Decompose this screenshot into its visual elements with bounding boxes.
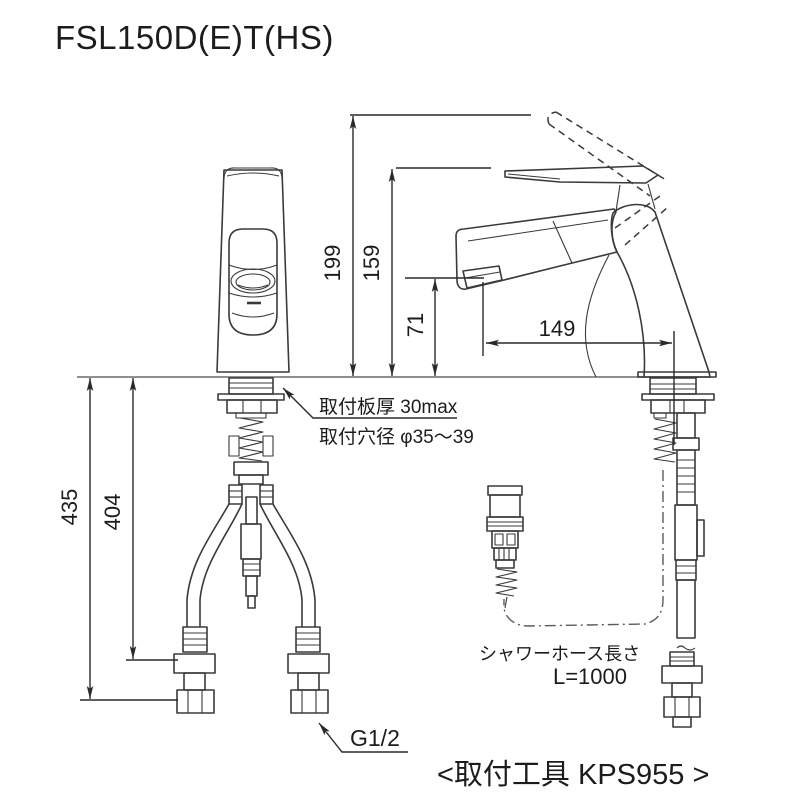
shower-hose-connector <box>486 485 524 609</box>
dim-label-435: 435 <box>57 489 82 526</box>
dim-label-149: 149 <box>539 316 576 341</box>
center-hose-front <box>240 496 262 609</box>
hose-routing-line <box>503 470 664 627</box>
faucet-side-view <box>455 111 717 728</box>
mount-note-leader <box>282 387 457 419</box>
thread-size-leader <box>318 722 408 753</box>
supply-hose-connector-left <box>173 626 216 714</box>
shower-hose-length-label: L=1000 <box>553 664 627 689</box>
thread-size-label: G1/2 <box>350 725 400 751</box>
annotations: 取付板厚 30max 取付穴径 φ35〜39 G1/2 シャワーホース長さ L=… <box>282 387 709 791</box>
shower-hose-title-label: シャワーホース長さ <box>479 644 640 664</box>
dim-label-404: 404 <box>100 494 125 531</box>
faucet-front-view <box>173 167 330 714</box>
dimension-lines: 199 159 71 149 435 404 <box>57 114 675 701</box>
dim-label-159: 159 <box>359 245 384 282</box>
shank-and-hose-side <box>661 412 705 728</box>
mount-hole-diameter-label: 取付穴径 φ35〜39 <box>319 426 474 448</box>
mount-plate-thickness-label: 取付板厚 30max <box>319 396 458 418</box>
tool-note-label: <取付工具 KPS955 > <box>437 758 709 791</box>
supply-hose-connector-right <box>287 626 330 714</box>
dim-label-199: 199 <box>320 245 345 282</box>
page-title: FSL150D(E)T(HS) <box>55 19 334 56</box>
dim-label-71: 71 <box>403 313 428 337</box>
